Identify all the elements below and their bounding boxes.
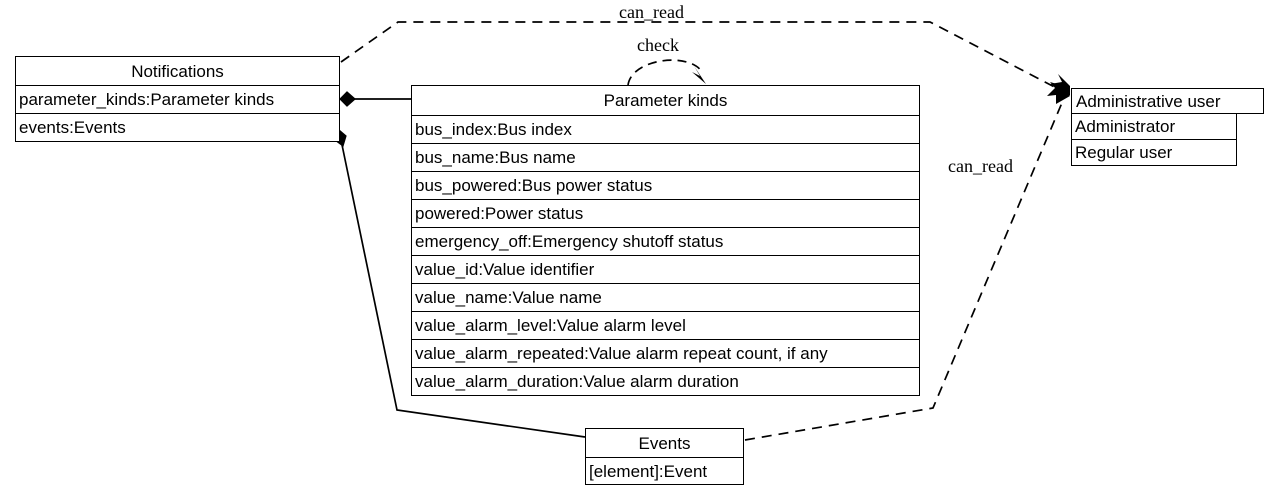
class-title-administrative-user: Administrative user <box>1071 88 1264 114</box>
class-attribute-row: value_alarm_duration:Value alarm duratio… <box>412 367 919 395</box>
class-attribute-row: bus_index:Bus index <box>412 115 919 143</box>
class-title-events: Events <box>638 433 691 453</box>
diamond-notifications-parameter-kinds <box>339 91 356 107</box>
class-attribute-row: Regular user <box>1071 140 1237 166</box>
class-attribute-row: events:Events <box>16 113 339 141</box>
class-attribute-row: parameter_kinds:Parameter kinds <box>16 85 339 113</box>
class-attribute-row: value_name:Value name <box>412 283 919 311</box>
class-title-notifications: Notifications <box>131 61 224 81</box>
arrowhead-can-read-admin-top <box>1050 74 1070 95</box>
class-box-notifications[interactable]: Notifications parameter_kinds:Parameter … <box>15 56 340 142</box>
class-attribute-row: bus_powered:Bus power status <box>412 171 919 199</box>
class-attribute-row: value_alarm_repeated:Value alarm repeat … <box>412 339 919 367</box>
edge-label-can-read-events: can_read <box>948 156 1013 176</box>
class-attribute-row: [element]:Event <box>586 457 743 484</box>
edge-notifications-can-read-admin <box>340 21 1065 93</box>
class-attribute-row: value_id:Value identifier <box>412 255 919 283</box>
class-title-parameter-kinds: Parameter kinds <box>603 91 728 110</box>
arrowhead-can-read-admin-bottom <box>1047 82 1070 104</box>
class-box-administrative-user[interactable]: Administrative user Administrator Regula… <box>1071 88 1264 166</box>
class-box-events[interactable]: Events [element]:Event <box>585 428 744 485</box>
class-attribute-row: value_alarm_level:Value alarm level <box>412 311 919 339</box>
edge-label-can-read-top: can_read <box>619 2 684 22</box>
class-box-parameter-kinds[interactable]: Parameter kinds bus_index:Bus index bus_… <box>411 85 920 396</box>
arrowhead-check-self <box>692 66 706 84</box>
class-attribute-row: Administrator <box>1071 114 1237 140</box>
class-attribute-row: bus_name:Bus name <box>412 143 919 171</box>
edge-label-check: check <box>637 35 679 55</box>
edge-parameter-kinds-check-self <box>627 59 703 86</box>
class-attribute-row: powered:Power status <box>412 199 919 227</box>
class-attribute-row: emergency_off:Emergency shutoff status <box>412 227 919 255</box>
